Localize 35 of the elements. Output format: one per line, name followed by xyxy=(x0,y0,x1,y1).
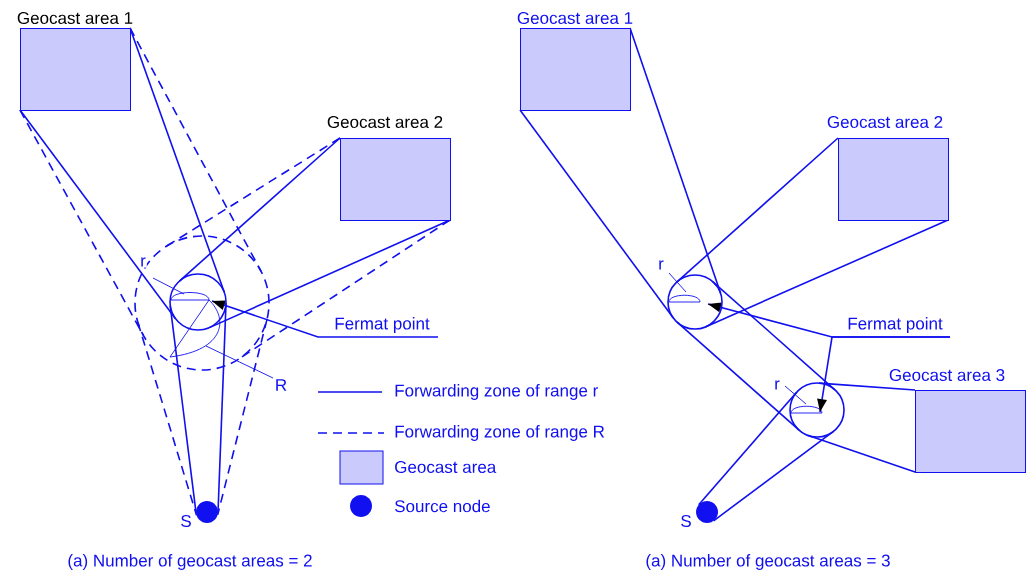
caption: (a) Number of geocast areas = 2 xyxy=(68,554,312,570)
node-label: S xyxy=(681,515,691,528)
fermat-point-label: Fermat point xyxy=(333,316,431,334)
zone-line xyxy=(129,27,262,272)
area-heading: Geocast area 2 xyxy=(327,116,443,129)
legend-text: Geocast area xyxy=(395,461,497,474)
area-heading: Geocast area 1 xyxy=(17,12,133,25)
leader-line xyxy=(205,345,274,379)
area-heading: Geocast area 2 xyxy=(827,116,943,129)
area-heading: Geocast area 3 xyxy=(889,369,1005,382)
area-heading: Geocast area 1 xyxy=(517,12,633,25)
radius-label: r xyxy=(139,256,147,268)
fermat-point-label: Fermat point xyxy=(846,316,944,334)
leader-line xyxy=(668,272,687,293)
caption: (a) Number of geocast areas = 3 xyxy=(646,554,890,570)
zone-line xyxy=(807,434,916,473)
range-circle xyxy=(134,235,270,371)
leader-arrow xyxy=(211,300,439,338)
zone-line xyxy=(697,391,798,506)
zone-line xyxy=(676,137,839,283)
leader-arrow xyxy=(817,336,951,413)
zone-line xyxy=(216,318,268,516)
range-circle xyxy=(667,274,723,330)
radius-label: r xyxy=(773,379,781,391)
leader-line xyxy=(784,385,807,405)
legend-text: Forwarding zone of range r xyxy=(395,384,598,400)
zone-line xyxy=(818,382,916,391)
leader-line xyxy=(152,277,185,295)
node-label: S xyxy=(181,515,191,528)
range-circle xyxy=(789,382,845,438)
radius-label: R xyxy=(273,378,289,392)
range-circle xyxy=(169,273,227,331)
legend-text: Forwarding zone of range R xyxy=(395,425,605,441)
legend-text: Source node xyxy=(395,499,490,513)
radius-label: r xyxy=(657,259,665,271)
